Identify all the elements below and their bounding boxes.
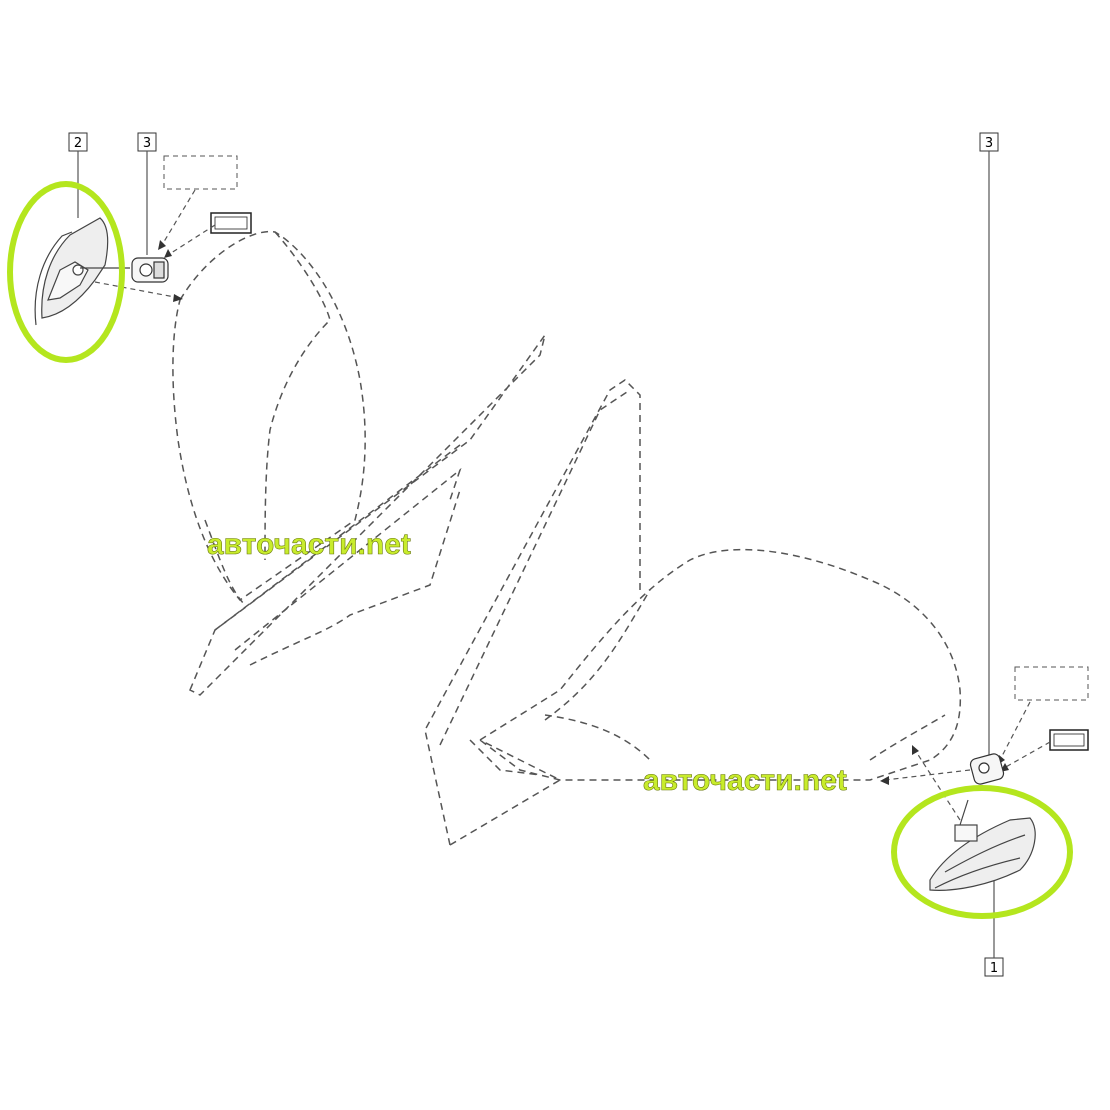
arrow-head — [912, 745, 919, 755]
right-arrows — [884, 701, 1051, 821]
arrow-head — [158, 240, 166, 250]
callout-label-2: 2 — [74, 136, 82, 151]
ref-box-inner-left — [214, 216, 248, 230]
arrow-head — [164, 249, 172, 258]
side-indicator-lamp-left — [34, 217, 130, 326]
arrow-head — [173, 294, 183, 302]
watermark-bottom: авточасти.net — [643, 764, 847, 797]
bulb-socket-right — [969, 753, 1005, 785]
bulb-socket-left — [131, 257, 169, 283]
right-mirror-outline — [424, 379, 962, 846]
ref-box-solid-left — [210, 212, 252, 234]
left-arrows — [94, 189, 216, 299]
highlight-ellipse-right — [891, 785, 1073, 919]
ref-box-inner-right — [1053, 733, 1085, 747]
right-callout-group: 3 1 — [880, 132, 1089, 977]
left-mirror-outline — [172, 230, 546, 696]
callout-label-3-right: 3 — [985, 136, 993, 151]
side-indicator-lamp-right — [929, 799, 1036, 891]
ref-box-solid-right — [1049, 729, 1089, 751]
watermark-top: авточасти.net — [207, 528, 411, 561]
callout-label-3-left: 3 — [143, 136, 151, 151]
ref-box-dashed-left — [163, 155, 238, 190]
highlight-ellipse-left — [7, 181, 125, 363]
arrow-head — [880, 776, 889, 785]
left-callout-group: 2 3 — [7, 132, 252, 363]
callout-label-1: 1 — [990, 961, 998, 976]
ref-box-dashed-right — [1014, 666, 1089, 701]
